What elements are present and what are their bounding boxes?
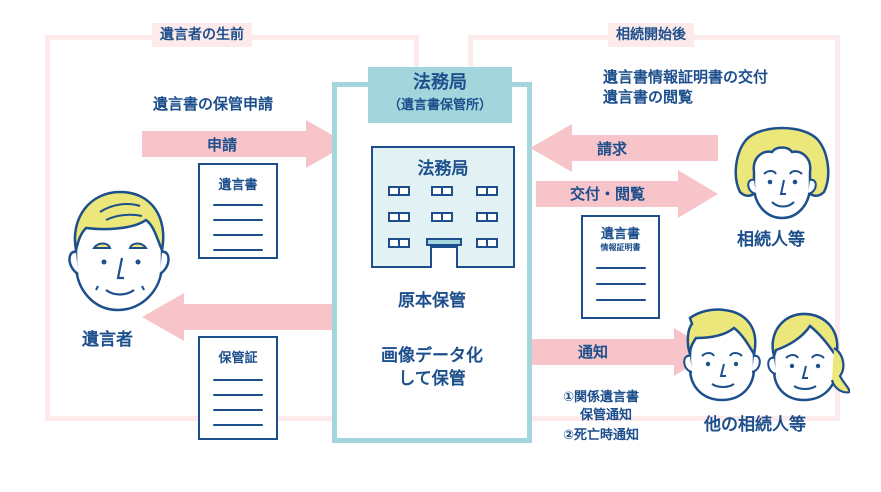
document-line bbox=[213, 379, 263, 381]
apply-arrow bbox=[142, 120, 348, 168]
heir-label: 相続人等 bbox=[737, 230, 805, 250]
document-line bbox=[213, 249, 263, 251]
man-face-icon bbox=[683, 308, 761, 402]
after-inheritance-label: 相続開始後 bbox=[608, 23, 694, 47]
certificate-doc-title: 遺言書 bbox=[600, 227, 640, 242]
building-icon: 法務局 bbox=[371, 146, 515, 268]
image-data-storage-line2: して保管 bbox=[398, 369, 466, 389]
document-line bbox=[595, 283, 646, 285]
building-label: 法務局 bbox=[417, 159, 469, 179]
window bbox=[476, 238, 498, 248]
man-face-icon bbox=[68, 190, 170, 312]
document-line bbox=[595, 267, 646, 269]
storage-certificate-title: 保管証 bbox=[218, 351, 258, 366]
testator-label: 遺言者 bbox=[82, 330, 133, 350]
notice-arrow-label: 通知 bbox=[578, 343, 609, 361]
original-storage-text: 原本保管 bbox=[398, 291, 466, 311]
return-certificate-arrow bbox=[142, 293, 348, 341]
will-information-certificate-document: 遺言書 情報証明書 bbox=[581, 215, 660, 319]
window bbox=[431, 212, 453, 222]
document-line bbox=[213, 219, 263, 221]
will-document-title: 遺言書 bbox=[218, 178, 258, 193]
window bbox=[388, 186, 410, 196]
issue-view-arrow bbox=[536, 170, 718, 218]
window bbox=[431, 186, 453, 196]
before-death-label: 遺言者の生前 bbox=[152, 23, 252, 47]
image-data-storage-line1: 画像データ化 bbox=[381, 346, 483, 366]
document-line bbox=[213, 424, 263, 426]
storage-application-heading: 遺言書の保管申請 bbox=[153, 95, 274, 113]
document-line bbox=[213, 409, 263, 411]
woman-face-icon bbox=[734, 126, 830, 220]
document-line bbox=[213, 394, 263, 396]
woman-ponytail-face-icon bbox=[767, 312, 850, 402]
document-line bbox=[595, 299, 646, 301]
certificate-issuance-heading: 遺言書情報証明書の交付 bbox=[603, 68, 769, 86]
window bbox=[476, 186, 498, 196]
window bbox=[388, 212, 410, 222]
window bbox=[476, 212, 498, 222]
will-viewing-heading: 遺言書の閲覧 bbox=[603, 88, 694, 106]
door bbox=[426, 238, 462, 268]
storage-certificate-document: 保管証 bbox=[198, 336, 278, 440]
office-subtitle: （遺言書保管所） bbox=[387, 98, 492, 113]
notice-item2: ②死亡時通知 bbox=[563, 428, 640, 443]
will-document: 遺言書 bbox=[198, 163, 278, 259]
legal-affairs-bureau-title-box: 法務局 （遺言書保管所） bbox=[368, 67, 512, 123]
request-arrow-label: 請求 bbox=[597, 140, 628, 158]
notice-arrow bbox=[532, 328, 714, 376]
apply-arrow-label: 申請 bbox=[207, 136, 238, 154]
notice-item1-line1: ①関係遺言書 bbox=[563, 390, 640, 405]
other-heirs-label: 他の相続人等 bbox=[704, 415, 806, 435]
window bbox=[388, 238, 410, 248]
issue-view-arrow-label: 交付・閲覧 bbox=[570, 185, 646, 203]
document-line bbox=[213, 234, 263, 236]
certificate-doc-subtitle: 情報証明書 bbox=[600, 243, 641, 252]
office-title: 法務局 bbox=[413, 72, 467, 93]
document-line bbox=[213, 204, 263, 206]
request-arrow bbox=[530, 124, 718, 172]
notice-item1-line2: 保管通知 bbox=[580, 408, 633, 423]
